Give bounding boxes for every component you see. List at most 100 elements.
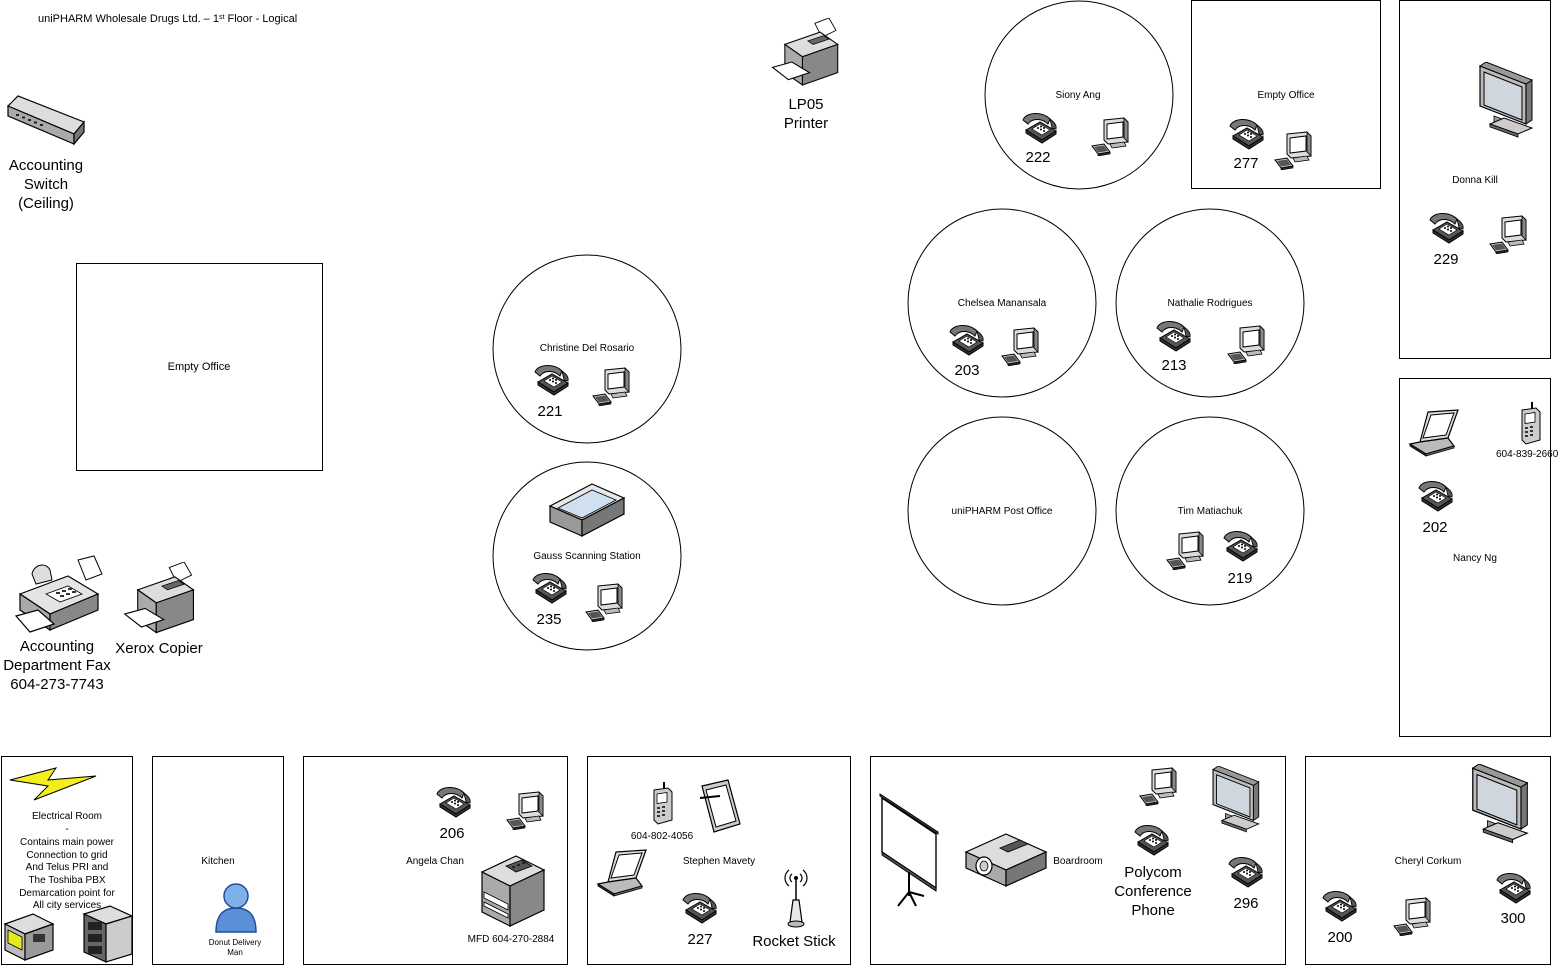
- computer-icon: [506, 791, 544, 830]
- desk-tim: [1115, 416, 1305, 606]
- empty-office-label: Empty Office: [168, 361, 231, 373]
- rocket-stick-label: Rocket Stick: [752, 933, 836, 950]
- diagram-title: uniPHARM Wholesale Drugs Ltd. – 1st Floo…: [38, 13, 297, 25]
- cell-phone-icon: [1521, 401, 1541, 445]
- office-donna: [1399, 0, 1551, 359]
- office-nancy: [1399, 378, 1551, 737]
- desk-owner-label: Chelsea Manansala: [958, 298, 1047, 309]
- phone-extension: 277: [1233, 155, 1258, 172]
- laptop-icon: [597, 849, 647, 897]
- telephone-icon: [1156, 320, 1191, 352]
- desk-owner-label: Nathalie Rodrigues: [1167, 298, 1252, 309]
- telephone-icon: [1322, 890, 1357, 922]
- electrical-room: [1, 756, 133, 965]
- phone-extension: 235: [536, 611, 561, 628]
- office-owner-label: Stephen Mavety: [683, 856, 755, 867]
- phone-extension: 221: [537, 403, 562, 420]
- projection-screen-icon: [879, 793, 939, 907]
- fax-label: Department Fax: [3, 657, 111, 674]
- office-owner-label: Angela Chan: [406, 856, 464, 867]
- empty-office-room-left: [76, 263, 323, 471]
- office-owner-label: Donna Kill: [1452, 175, 1498, 186]
- multifunction-device-icon: [481, 855, 545, 927]
- fax-number: 604-273-7743: [10, 676, 103, 693]
- fax-icon: [15, 555, 103, 633]
- electrical-room-label: -: [65, 824, 68, 835]
- cell-phone-number: 604-839-2660: [1496, 449, 1559, 460]
- post-office-label: uniPHARM Post Office: [952, 506, 1053, 517]
- computer-icon: [1091, 117, 1129, 156]
- telephone-icon: [534, 364, 569, 396]
- telephone-icon: [1418, 480, 1453, 512]
- switch-label: Switch: [24, 176, 68, 193]
- projector-icon: [965, 833, 1047, 887]
- desk-owner-label: Tim Matiachuk: [1178, 506, 1244, 517]
- network-switch-icon: [7, 95, 85, 145]
- printer-label: LP05: [788, 96, 823, 113]
- mfd-label: MFD 604-270-2884: [468, 934, 555, 945]
- switch-label: Accounting: [9, 157, 83, 174]
- electrical-room-label: The Toshiba PBX: [28, 875, 105, 886]
- phone-extension: 229: [1433, 251, 1458, 268]
- copier-label: Xerox Copier: [115, 640, 203, 657]
- tablet-icon: [699, 779, 741, 833]
- desk-owner-label: Christine Del Rosario: [540, 343, 635, 354]
- office-cheryl: [1305, 756, 1551, 965]
- switch-label: (Ceiling): [18, 195, 74, 212]
- electrical-room-label: Demarcation point for: [19, 888, 115, 899]
- cell-phone-number: 604-802-4056: [631, 831, 694, 842]
- electrical-room-label: Contains main power: [20, 837, 115, 848]
- laptop-icon: [1409, 409, 1459, 457]
- phone-extension: 222: [1025, 149, 1050, 166]
- person-label: Donut Delivery: [209, 938, 261, 947]
- office-stephen: [587, 756, 851, 965]
- computer-icon: [585, 583, 623, 622]
- empty-office-label: Empty Office: [1257, 90, 1314, 101]
- wireless-antenna-icon: [784, 869, 808, 928]
- printer-label: Printer: [784, 115, 828, 132]
- desk-owner-label: Gauss Scanning Station: [533, 551, 640, 562]
- kitchen-room: [152, 756, 284, 965]
- phone-extension: 203: [954, 362, 979, 379]
- telephone-icon: [1229, 118, 1264, 150]
- telephone-icon: [1223, 530, 1258, 562]
- telephone-icon: [532, 572, 567, 604]
- cell-phone-icon: [653, 781, 673, 825]
- computer-icon: [592, 367, 630, 406]
- pbx-cabinet-icon: [83, 905, 133, 963]
- fax-label: Accounting: [20, 638, 94, 655]
- person-icon: [215, 883, 257, 933]
- phone-extension: 219: [1227, 570, 1252, 587]
- polycom-label: Phone: [1131, 902, 1174, 919]
- computer-icon: [1393, 897, 1431, 936]
- telephone-icon: [436, 786, 471, 818]
- telephone-icon: [1228, 856, 1263, 888]
- desk-christine: [492, 254, 682, 444]
- telephone-icon: [1429, 212, 1464, 244]
- phone-extension: 206: [439, 825, 464, 842]
- desk-nathalie: [1115, 208, 1305, 398]
- electrical-room-label: Connection to grid: [26, 850, 107, 861]
- post-office: [907, 416, 1097, 606]
- telephone-icon: [1496, 872, 1531, 904]
- person-label: Man: [227, 948, 243, 957]
- computer-icon: [1227, 325, 1265, 364]
- office-owner-label: Nancy Ng: [1453, 553, 1497, 564]
- desk-siony: [984, 0, 1174, 190]
- electrical-room-label: And Telus PRI and: [26, 862, 109, 873]
- electrical-panel-icon: [4, 913, 54, 961]
- polycom-label: Conference: [1114, 883, 1192, 900]
- monitor-icon: [1479, 62, 1533, 138]
- computer-icon: [1139, 767, 1177, 806]
- phone-extension: 202: [1422, 519, 1447, 536]
- boardroom-label: Boardroom: [1053, 856, 1102, 867]
- computer-icon: [1001, 327, 1039, 366]
- empty-office-room-right: [1191, 0, 1381, 189]
- telephone-icon: [949, 324, 984, 356]
- electrical-room-label: All city services: [33, 900, 101, 911]
- computer-icon: [1274, 131, 1312, 170]
- office-angela: [303, 756, 568, 965]
- telephone-icon: [1022, 112, 1057, 144]
- kitchen-label: Kitchen: [201, 856, 234, 867]
